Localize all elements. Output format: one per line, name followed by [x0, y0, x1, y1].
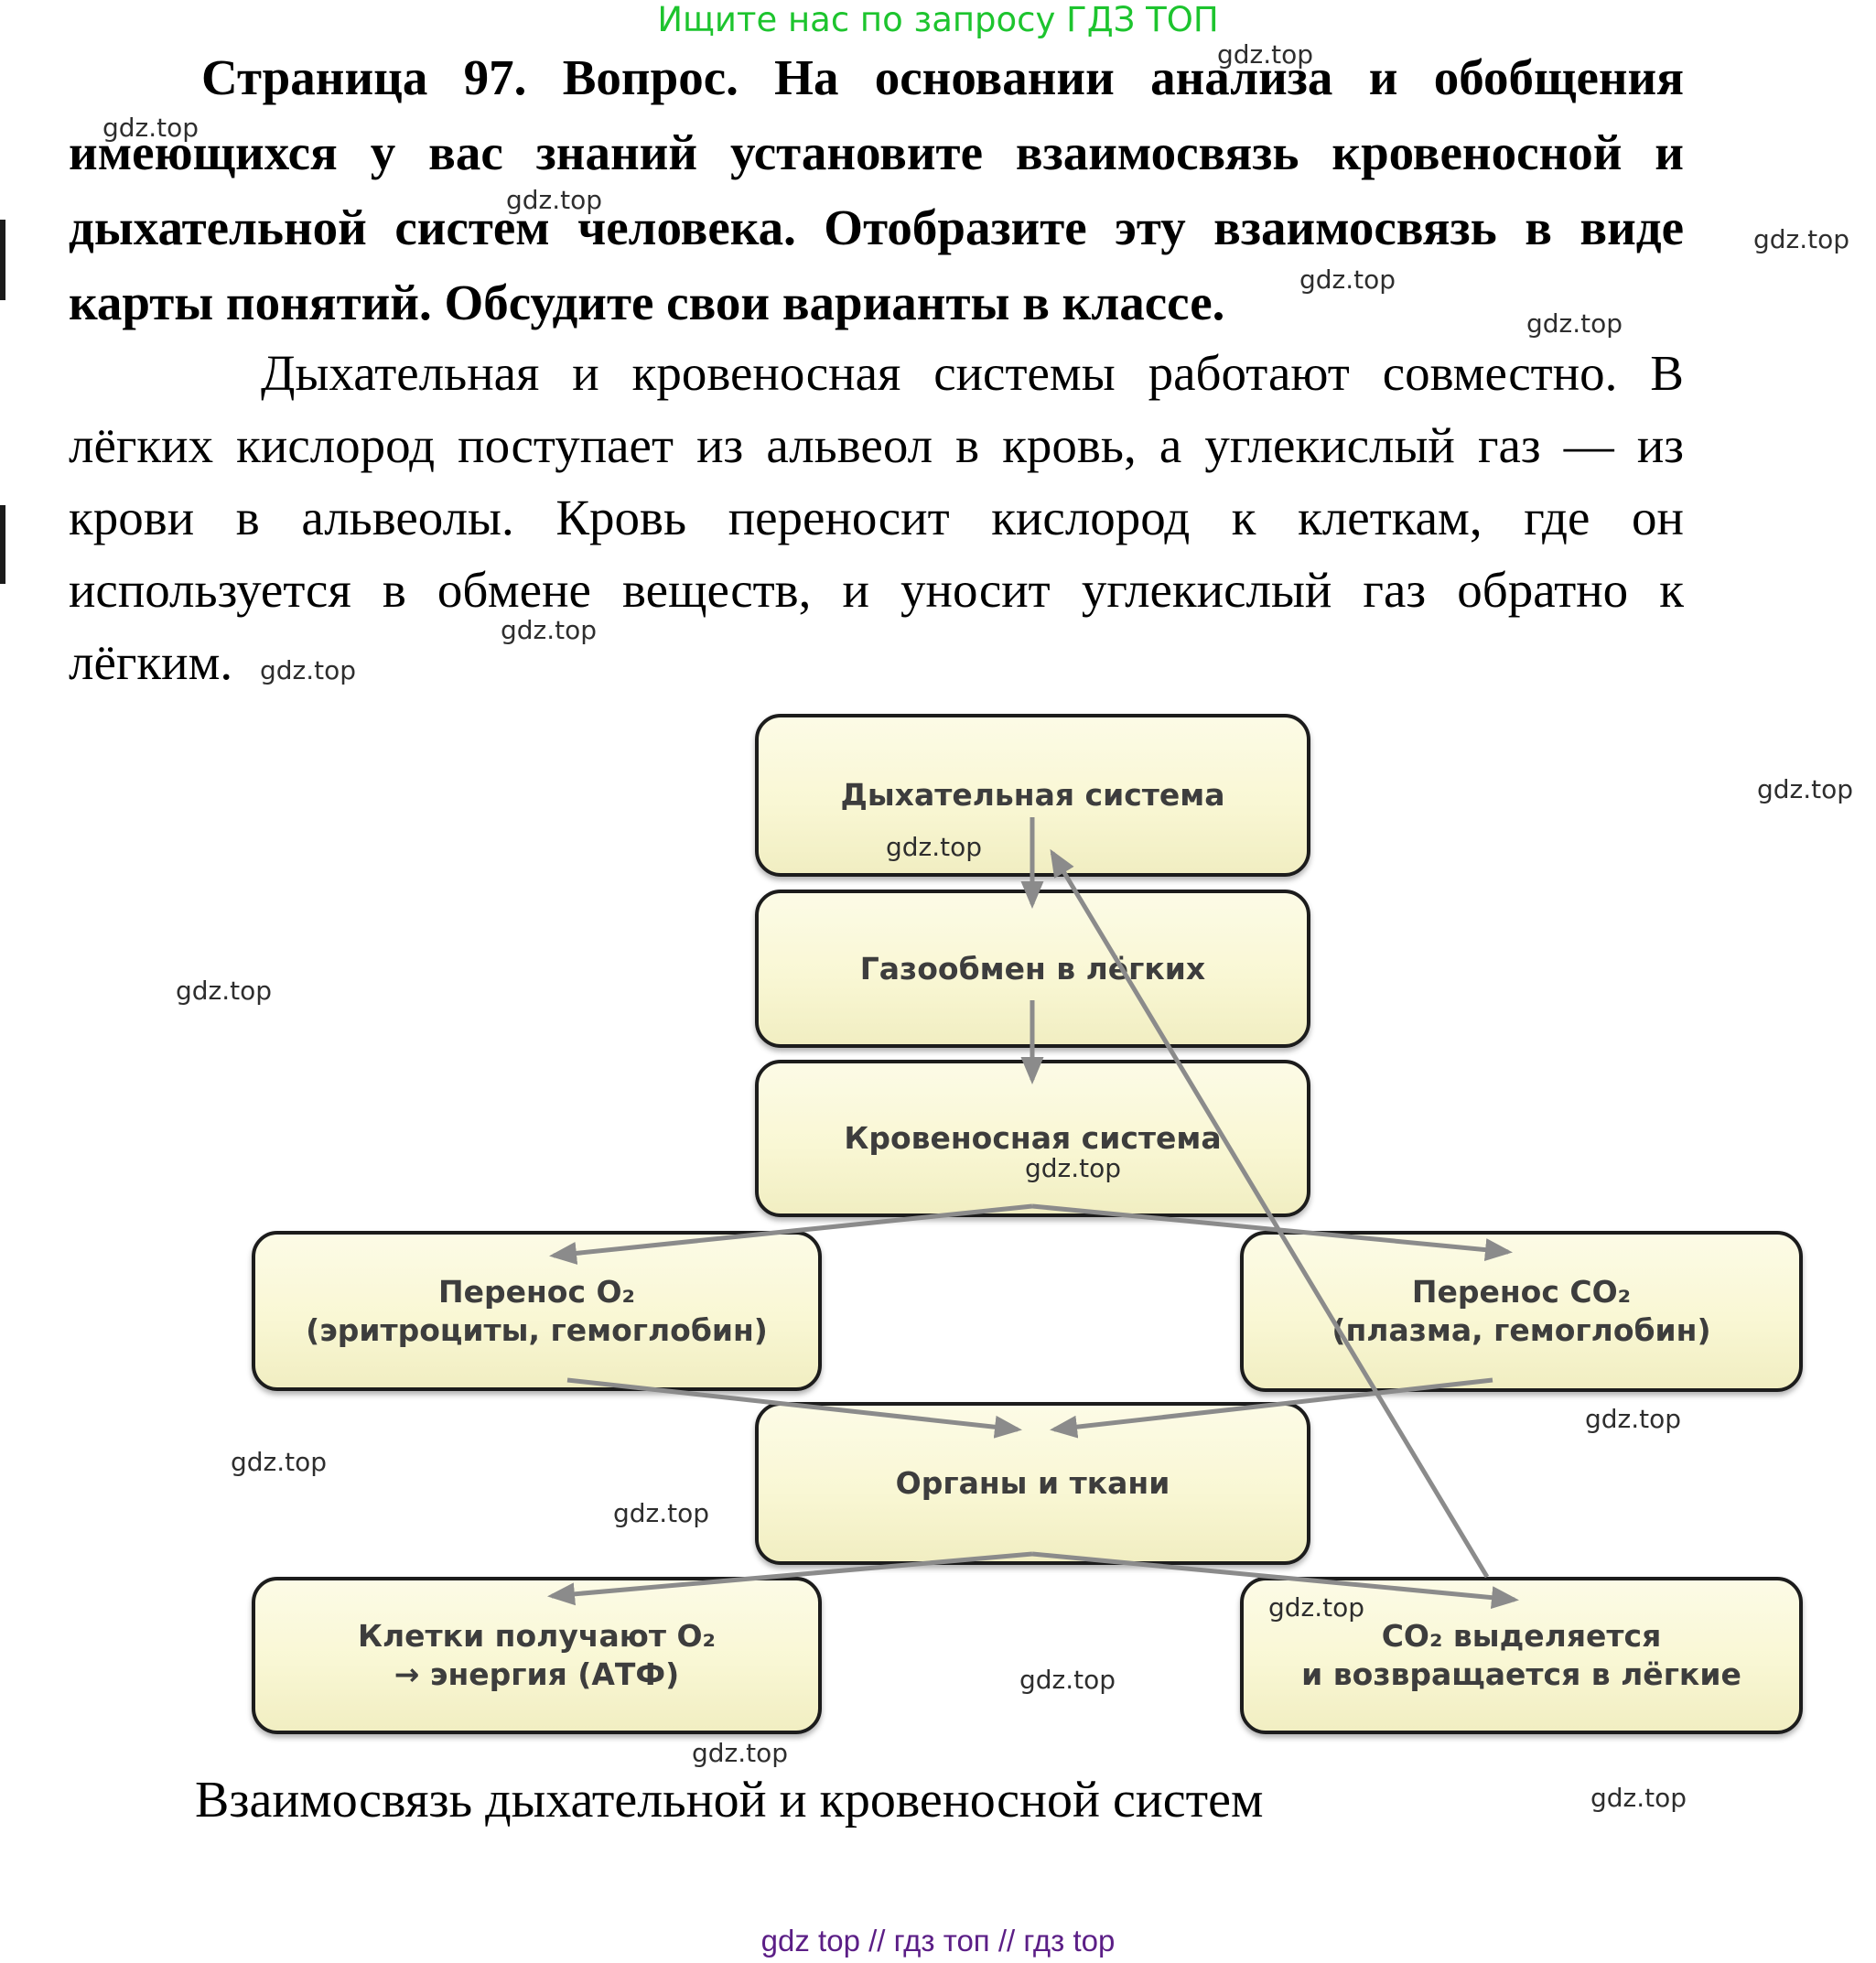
answer-line: крови в альвеолы. Кровь переносит кислор…: [69, 490, 1684, 545]
gdz-watermark: gdz.top: [1590, 1783, 1687, 1813]
gdz-watermark: gdz.top: [506, 185, 603, 215]
concept-box-label: Газообмен в лёгких: [859, 950, 1206, 987]
gdz-watermark: gdz.top: [1757, 774, 1854, 804]
concept-box-o2-transport: Перенос O₂(эритроциты, гемоглобин): [252, 1231, 822, 1391]
gdz-watermark: gdz.top: [1585, 1404, 1682, 1434]
gdz-watermark: gdz.top: [1025, 1153, 1122, 1183]
gdz-watermark: gdz.top: [1299, 264, 1396, 295]
concept-box-label: Дыхательная система: [840, 777, 1225, 813]
answer-line: Дыхательная и кровеносная системы работа…: [261, 345, 1684, 401]
answer-line: используется в обмене веществ, и уносит …: [69, 562, 1684, 618]
gdz-watermark: gdz.top: [613, 1498, 710, 1528]
concept-box-label: Клетки получают O₂: [358, 1618, 716, 1654]
gdz-watermark: gdz.top: [1268, 1592, 1365, 1623]
gdz-watermark: gdz.top: [231, 1447, 328, 1477]
concept-box-respiratory-system: Дыхательная система: [755, 714, 1310, 877]
concept-box-label: и возвращается в лёгкие: [1301, 1656, 1741, 1692]
question-line: дыхательной систем человека. Отобразите …: [69, 200, 1684, 255]
concept-box-label: CO₂ выделяется: [1381, 1618, 1662, 1654]
concept-box-circulatory-system: Кровеносная система: [755, 1060, 1310, 1217]
concept-box-label: Перенос CO₂: [1411, 1274, 1632, 1310]
question-line: Страница 97. Вопрос. На основании анализ…: [201, 49, 1684, 105]
scan-edge-artifact: [0, 505, 5, 584]
footer-sites: gdz top // гдз топ // гдз top: [760, 1924, 1116, 1958]
figure-caption: Взаимосвязь дыхательной и кровеносной си…: [195, 1772, 1264, 1828]
answer-line: лёгких кислород поступает из альвеол в к…: [69, 417, 1684, 473]
gdz-watermark: gdz.top: [501, 615, 598, 645]
concept-box-label: (эритроциты, гемоглобин): [306, 1311, 768, 1348]
concept-box-organs-tissues: Органы и ткани: [755, 1402, 1310, 1565]
gdz-watermark: gdz.top: [176, 976, 273, 1006]
gdz-watermark: gdz.top: [1526, 308, 1623, 339]
question-line: карты понятий. Обсудите свои варианты в …: [69, 275, 1225, 330]
concept-box-gas-exchange-lungs: Газообмен в лёгких: [755, 890, 1310, 1048]
concept-box-co2-transport: Перенос CO₂(плазма, гемоглобин): [1240, 1231, 1803, 1392]
scan-edge-artifact: [0, 220, 5, 300]
gdz-watermark: gdz.top: [1217, 39, 1314, 70]
gdz-watermark: gdz.top: [1019, 1665, 1116, 1695]
concept-box-label: Кровеносная система: [844, 1120, 1222, 1156]
concept-box-label: Органы и ткани: [895, 1465, 1170, 1501]
concept-box-cells-get-o2: Клетки получают O₂→ энергия (АТФ): [252, 1577, 822, 1734]
gdz-watermark: gdz.top: [102, 113, 199, 143]
concept-box-label: (плазма, гемоглобин): [1332, 1312, 1711, 1348]
gdz-watermark: gdz.top: [1753, 224, 1850, 254]
answer-line: лёгким.: [69, 634, 233, 690]
question-line: имеющихся у вас знаний установите взаимо…: [69, 124, 1684, 180]
promo-banner: Ищите нас по запросу ГДЗ ТОП: [657, 0, 1219, 39]
gdz-watermark: gdz.top: [886, 832, 983, 862]
answer-paragraph: Дыхательная и кровеносная системы работа…: [69, 337, 1684, 698]
concept-box-label: Перенос O₂: [437, 1273, 636, 1310]
concept-box-label: → энергия (АТФ): [394, 1656, 680, 1692]
gdz-watermark: gdz.top: [260, 655, 357, 685]
gdz-watermark: gdz.top: [692, 1738, 789, 1768]
question-paragraph: Страница 97. Вопрос. На основании анализ…: [69, 40, 1684, 340]
